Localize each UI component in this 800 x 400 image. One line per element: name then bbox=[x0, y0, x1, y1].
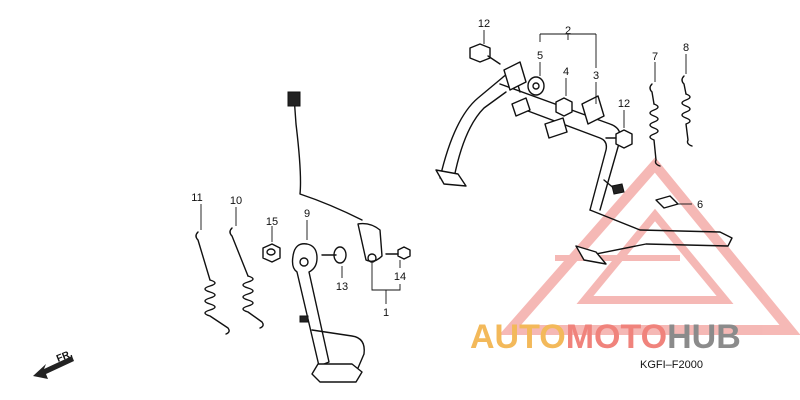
spring-part-11 bbox=[195, 231, 230, 335]
rubber-part-6 bbox=[655, 195, 679, 209]
callout-8: 8 bbox=[683, 42, 689, 54]
callout-1: 1 bbox=[383, 307, 389, 319]
callout-11: 11 bbox=[191, 192, 202, 204]
collar-part-4 bbox=[555, 97, 573, 117]
direction-label: FR. bbox=[55, 348, 74, 364]
washer-part-13 bbox=[321, 246, 347, 264]
switch-cable-part-1 bbox=[287, 91, 383, 263]
callout-13: 13 bbox=[336, 281, 348, 293]
main-stand-part-3 bbox=[435, 61, 733, 265]
callout-14: 14 bbox=[394, 271, 406, 283]
callout-4: 4 bbox=[563, 66, 569, 78]
callout-12-top: 12 bbox=[478, 18, 490, 30]
spring-part-10 bbox=[229, 227, 264, 329]
side-stand-part-9 bbox=[291, 243, 365, 383]
bolt-part-14 bbox=[385, 246, 411, 260]
nut-part-15 bbox=[262, 243, 281, 263]
part-callouts: 11 10 15 9 13 14 1 12 2 5 4 3 12 7 8 6 bbox=[191, 18, 703, 319]
brand-part-moto: MOTO bbox=[566, 318, 667, 356]
watermark-brand: AUTOMOTOHUB bbox=[470, 318, 741, 356]
figure-code: KGFI–F2000 bbox=[640, 359, 703, 371]
callout-15: 15 bbox=[266, 216, 278, 228]
callout-5: 5 bbox=[537, 50, 543, 62]
front-direction-arrow: FR. bbox=[33, 348, 74, 379]
callout-10: 10 bbox=[230, 195, 242, 207]
leader-lines bbox=[200, 30, 692, 304]
callout-6: 6 bbox=[697, 199, 703, 211]
bolt-part-12-top bbox=[469, 43, 501, 65]
bolt-part-12-right bbox=[605, 129, 633, 149]
callout-2: 2 bbox=[565, 25, 571, 37]
brand-part-auto: AUTO bbox=[470, 318, 566, 356]
spring-part-8 bbox=[681, 75, 693, 147]
watermark-logo bbox=[498, 157, 800, 335]
callout-3: 3 bbox=[593, 70, 599, 82]
callout-9: 9 bbox=[304, 208, 310, 220]
callout-7: 7 bbox=[652, 51, 658, 63]
washer-part-5 bbox=[527, 76, 545, 96]
spring-part-7 bbox=[649, 83, 661, 167]
brand-part-hub: HUB bbox=[667, 318, 741, 356]
callout-12-right: 12 bbox=[618, 98, 630, 110]
